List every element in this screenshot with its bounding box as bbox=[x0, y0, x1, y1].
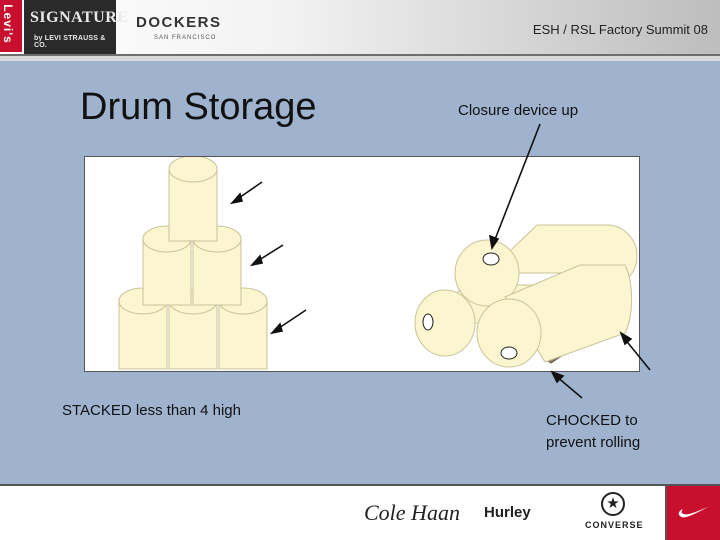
signature-logo: SIGNATURE by LEVI STRAUSS & CO. bbox=[24, 0, 128, 54]
stacked-label: STACKED less than 4 high bbox=[62, 402, 241, 419]
stacked-drum bbox=[168, 287, 218, 370]
hurley-logo: Hurley bbox=[484, 504, 531, 521]
nike-logo bbox=[667, 486, 720, 540]
arrow-stack-top bbox=[229, 181, 263, 205]
converse-logo: ★ CONVERSE bbox=[582, 492, 646, 536]
arrow-chock-right bbox=[619, 331, 651, 371]
dockers-logo-sub: SAN FRANCISCO bbox=[154, 35, 217, 41]
chocked-label-line1: CHOCKED to bbox=[546, 412, 638, 429]
footer-logo-area bbox=[0, 486, 666, 540]
arrow-stack-middle bbox=[249, 244, 284, 267]
footer-divider bbox=[665, 486, 667, 540]
header-rule bbox=[0, 54, 720, 56]
summit-title: ESH / RSL Factory Summit 08 bbox=[532, 22, 708, 37]
arrow-stack-bottom bbox=[269, 309, 307, 335]
dockers-logo: DOCKERS SAN FRANCISCO bbox=[136, 14, 246, 46]
footer-bar: Cole Haan Hurley ★ CONVERSE bbox=[0, 484, 720, 540]
slide-title: Drum Storage bbox=[80, 86, 317, 128]
dockers-logo-text: DOCKERS bbox=[136, 14, 222, 31]
chocked-label: CHOCKED to prevent rolling bbox=[546, 410, 640, 454]
drum-illustration bbox=[118, 157, 638, 370]
closure-device-icon bbox=[482, 252, 500, 266]
header-band bbox=[0, 56, 720, 61]
levis-logo: Levi's bbox=[0, 0, 22, 52]
converse-logo-text: CONVERSE bbox=[585, 520, 644, 530]
signature-logo-text: SIGNATURE bbox=[30, 9, 129, 26]
cole-haan-logo: Cole Haan bbox=[364, 500, 460, 525]
horizontal-drum bbox=[454, 224, 638, 307]
closure-device-icon bbox=[422, 313, 434, 331]
signature-logo-sub: by LEVI STRAUSS & CO. bbox=[34, 35, 106, 49]
closure-device-icon bbox=[500, 346, 518, 360]
converse-star-icon: ★ bbox=[601, 492, 625, 516]
stacked-drum bbox=[168, 157, 218, 242]
chocked-label-line2: prevent rolling bbox=[546, 434, 641, 451]
nike-swoosh-icon bbox=[678, 506, 710, 518]
arrow-closure-device bbox=[488, 123, 541, 251]
drum-illustration-panel bbox=[84, 156, 640, 372]
horizontal-drum bbox=[476, 264, 633, 368]
closure-device-label: Closure device up bbox=[458, 102, 579, 119]
header-bar: Levi's SIGNATURE by LEVI STRAUSS & CO. D… bbox=[0, 0, 720, 61]
arrow-chock-left bbox=[550, 370, 583, 399]
footer-rule bbox=[0, 484, 720, 486]
